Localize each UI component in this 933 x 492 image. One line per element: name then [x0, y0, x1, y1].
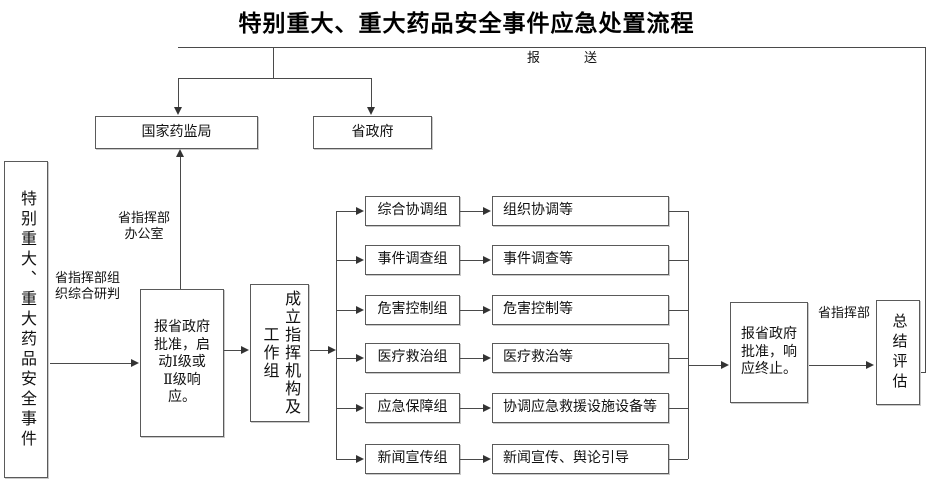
duty-box-3[interactable]: 危害控制等 [492, 295, 669, 325]
report-loop-entry-line [918, 372, 926, 373]
approve-to-bureau-line [180, 157, 181, 290]
duty-connector-1 [460, 211, 483, 212]
approve-end-to-summary-line [809, 365, 867, 366]
duty-merge-spine [688, 211, 689, 459]
node-provincial-government[interactable]: 省政府 [313, 116, 432, 149]
approve-end-line-2: 批准，响 [741, 344, 797, 360]
approve-to-establish-arrow [241, 345, 249, 354]
duty-connector-5 [460, 408, 483, 409]
node-source-event[interactable]: 特别重大、重大药品安全事件 [4, 161, 48, 478]
approve-start-line-5: 应。 [168, 390, 196, 406]
report-split-bar [178, 78, 372, 79]
node-approve-end[interactable]: 报省政府 批准，响 应终止。 [730, 302, 808, 403]
branch-connector-6 [336, 459, 356, 460]
approve-start-line-1: 报省政府 [154, 320, 210, 336]
merge-connector-4 [669, 358, 688, 359]
approve-end-line-3: 应终止。 [741, 362, 797, 378]
approve-to-establish-line [224, 350, 242, 351]
group-branch-spine [336, 211, 337, 459]
group-box-4[interactable]: 医疗救治组 [365, 343, 460, 373]
source-to-approve-arrow [131, 358, 139, 367]
branch-arrow-4 [356, 353, 364, 362]
approve-to-bureau-arrow [175, 149, 184, 157]
report-split-stem [273, 47, 274, 78]
approve-end-to-summary-arrow [866, 360, 874, 369]
merge-connector-6 [669, 459, 688, 460]
provincial-research-label: 省指挥部组 织综合研判 [55, 270, 121, 302]
group-box-1[interactable]: 综合协调组 [365, 196, 460, 226]
duty-arrow-4 [483, 353, 491, 362]
duty-box-6[interactable]: 新闻宣传、舆论引导 [492, 444, 669, 474]
duty-connector-2 [460, 260, 483, 261]
report-branch-left [178, 78, 179, 108]
merge-to-approve-end-arrow [721, 360, 729, 369]
duty-box-1[interactable]: 组织协调等 [492, 196, 669, 226]
branch-arrow-5 [356, 403, 364, 412]
approve-start-line-2: 批准，启 [154, 337, 210, 353]
merge-connector-5 [669, 408, 688, 409]
merge-connector-1 [669, 211, 688, 212]
group-box-2[interactable]: 事件调查组 [365, 245, 460, 275]
approve-end-line-1: 报省政府 [741, 327, 797, 343]
merge-to-approve-end-line [688, 365, 722, 366]
report-branch-right-arrow [366, 107, 375, 115]
merge-connector-3 [669, 310, 688, 311]
establish-to-branch-arrow [328, 345, 336, 354]
duty-connector-4 [460, 358, 483, 359]
report-branch-left-arrow [173, 107, 182, 115]
approve-start-line-4: Ⅱ级响 [163, 372, 201, 388]
report-loop-top-line [178, 47, 926, 48]
source-to-approve-line [50, 363, 132, 364]
group-box-6[interactable]: 新闻宣传组 [365, 444, 460, 474]
duty-connector-3 [460, 310, 483, 311]
branch-arrow-3 [356, 305, 364, 314]
duty-arrow-1 [483, 206, 491, 215]
merge-connector-2 [669, 260, 688, 261]
branch-connector-5 [336, 408, 356, 409]
branch-arrow-1 [356, 206, 364, 215]
report-loop-right-line [925, 47, 926, 372]
branch-connector-4 [336, 358, 356, 359]
duty-arrow-5 [483, 403, 491, 412]
provincial-command-label: 省指挥部 [817, 305, 870, 320]
duty-connector-6 [460, 459, 483, 460]
node-national-bureau[interactable]: 国家药监局 [95, 116, 258, 149]
group-box-3[interactable]: 危害控制组 [365, 295, 460, 325]
node-establish-command[interactable]: 成立指挥机构及工作组 [250, 284, 309, 422]
duty-arrow-6 [483, 454, 491, 463]
establish-to-branch-line [310, 350, 329, 351]
branch-arrow-6 [356, 454, 364, 463]
approve-start-line-3: 动Ⅰ级或 [158, 355, 206, 371]
branch-connector-1 [336, 211, 356, 212]
branch-connector-3 [336, 310, 356, 311]
duty-box-5[interactable]: 协调应急救援设施设备等 [492, 393, 669, 423]
provincial-office-label: 省指挥部 办公室 [117, 210, 170, 242]
node-approve-start[interactable]: 报省政府 批准，启 动Ⅰ级或 Ⅱ级响 应。 [140, 289, 224, 437]
branch-connector-2 [336, 260, 356, 261]
report-submit-label: 报 送 [526, 50, 603, 65]
duty-arrow-3 [483, 305, 491, 314]
page-title: 特别重大、重大药品安全事件应急处置流程 [238, 11, 695, 36]
group-box-5[interactable]: 应急保障组 [365, 393, 460, 423]
branch-arrow-2 [356, 255, 364, 264]
duty-arrow-2 [483, 255, 491, 264]
node-summary-evaluation[interactable]: 总结评估 [876, 300, 920, 405]
duty-box-2[interactable]: 事件调查等 [492, 245, 669, 275]
duty-box-4[interactable]: 医疗救治等 [492, 343, 669, 373]
report-branch-right [371, 78, 372, 108]
